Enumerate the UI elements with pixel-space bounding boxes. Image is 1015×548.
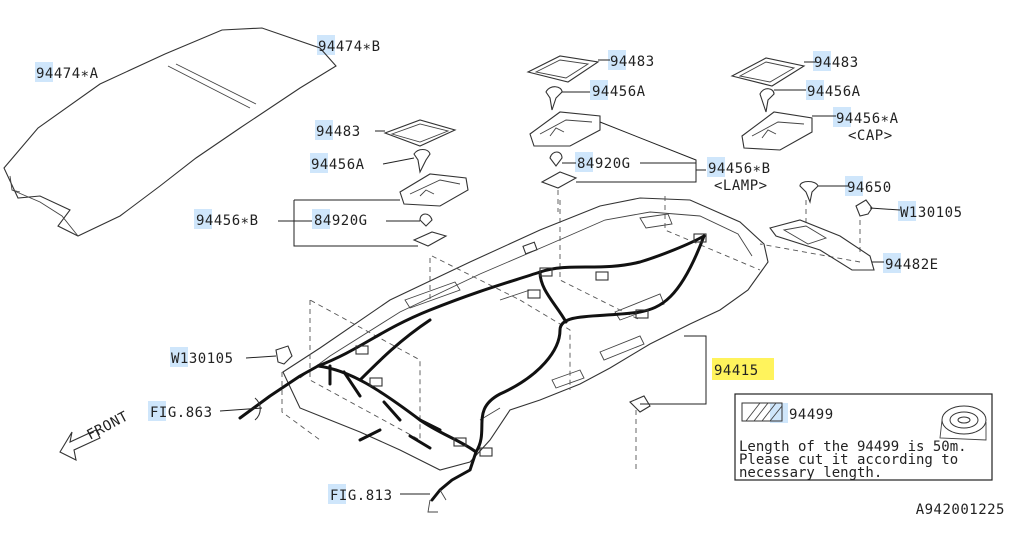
highlight: [883, 253, 901, 273]
map-lamp-left: [278, 119, 469, 247]
highlight: [194, 209, 212, 229]
clip: [522, 241, 538, 255]
clip: [355, 345, 369, 355]
highlight: [770, 403, 788, 423]
label-94456-b-center: 94456∗B: [708, 161, 771, 177]
highlight: [148, 401, 166, 421]
label-w130105-right: W130105: [900, 205, 963, 221]
pointer-94415: [629, 335, 707, 413]
clip: [369, 377, 383, 387]
highlight: [315, 120, 333, 140]
label-94456-b-left: 94456∗B: [196, 213, 259, 229]
clip: [479, 447, 493, 457]
note-line-1: Length of the 94499 is 50m.: [739, 439, 967, 455]
highlight: [608, 50, 626, 70]
left-clip: [219, 345, 430, 495]
highlight: [35, 62, 53, 82]
map-lamp-right: [730, 57, 836, 151]
label-94456-a-right: 94456∗A: [836, 111, 899, 127]
label-highlights: [35, 35, 916, 504]
diagram-code: A942001225: [916, 502, 1005, 518]
label-94499: 94499: [789, 407, 834, 423]
clip: [635, 309, 649, 319]
highlight: [845, 176, 863, 196]
clip: [527, 289, 541, 299]
highlight: [170, 347, 188, 367]
highlight: [310, 153, 328, 173]
label-84920g-center: 84920G: [577, 156, 631, 172]
front-arrow: [59, 429, 101, 461]
label-fig-863: FIG.863: [150, 405, 213, 421]
label-94456a-center: 94456A: [592, 84, 646, 100]
clip: [539, 267, 553, 277]
map-lamp-center: [526, 55, 706, 189]
legend-box: [734, 393, 993, 481]
highlight: [813, 51, 831, 71]
note-line-2: Please cut it according to: [739, 452, 958, 468]
highlight: [312, 209, 330, 229]
label-94456a-right: 94456A: [807, 84, 861, 100]
highlight: [707, 157, 725, 177]
clip: [595, 271, 609, 281]
highlight: [833, 107, 851, 127]
label-94456a-left: 94456A: [311, 157, 365, 173]
highlight: [575, 152, 593, 172]
highlight-main: [712, 358, 774, 380]
highlight: [328, 484, 346, 504]
label-w130105-left: W130105: [171, 351, 234, 367]
label-cap: <CAP>: [848, 128, 893, 144]
label-fig-813: FIG.813: [330, 488, 393, 504]
dashed-guides: [281, 190, 861, 470]
label-84920g-left: 84920G: [314, 213, 368, 229]
label-94474-b: 94474∗B: [318, 39, 381, 55]
roof-headliner-94415: [282, 197, 769, 471]
label-94483-left: 94483: [316, 124, 361, 140]
note-line-3: necessary length.: [739, 465, 882, 481]
wire-harness: [238, 234, 706, 513]
clip: [453, 437, 467, 447]
highlight: [806, 80, 824, 100]
highlight: [590, 80, 608, 100]
label-94415: 94415: [714, 363, 759, 379]
label-94483-center: 94483: [610, 54, 655, 70]
label-94483-right: 94483: [814, 55, 859, 71]
label-94482e: 94482E: [885, 257, 939, 273]
highlight: [898, 201, 916, 221]
label-lamp: <LAMP>: [714, 178, 768, 194]
label-front: FRONT: [84, 408, 131, 443]
headliner-panel-94474: [3, 27, 337, 237]
label-94650: 94650: [847, 180, 892, 196]
sunvisor-bracket: [769, 180, 901, 271]
harness-clips: [355, 233, 707, 457]
clip: [693, 233, 707, 243]
label-94474-a: 94474∗A: [36, 66, 99, 82]
